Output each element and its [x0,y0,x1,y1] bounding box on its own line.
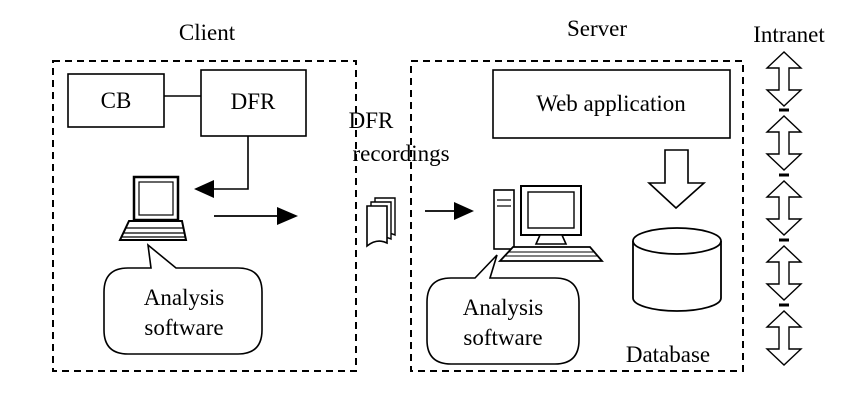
cb-box [67,73,165,128]
desktop-computer-icon [493,185,604,262]
web-application-box [492,69,731,139]
documents-icon [366,197,396,248]
recordings-label-line1: DFR [349,108,394,133]
server-analysis-label-line2: software [463,325,542,350]
client-to-recordings-arrowhead [277,207,298,225]
client-region [52,60,357,372]
client-analysis-label-line2: software [144,315,223,340]
database-icon [632,227,722,312]
server-analysis-bubble [426,254,580,365]
web-to-database-arrow [646,149,707,210]
database-label: Database [626,342,710,367]
server-region [410,60,744,372]
client-analysis-bubble [103,243,263,355]
cb-label: CB [101,88,132,113]
client-analysis-label-line1: Analysis [144,285,225,310]
dfr-label: DFR [231,89,276,114]
dfr-box [200,69,307,137]
dfr-to-laptop-arrow [210,136,249,190]
server-title: Server [567,16,627,41]
recordings-label-line2: recordings [352,141,449,166]
web-application-label: Web application [536,91,686,116]
client-title: Client [179,20,236,45]
intranet-bus-icon [765,51,803,366]
dfr-to-laptop-arrowhead [194,180,214,198]
server-analysis-label-line1: Analysis [463,295,544,320]
recordings-to-server-arrowhead [454,202,474,220]
intranet-title: Intranet [753,22,825,47]
laptop-icon [118,175,188,241]
